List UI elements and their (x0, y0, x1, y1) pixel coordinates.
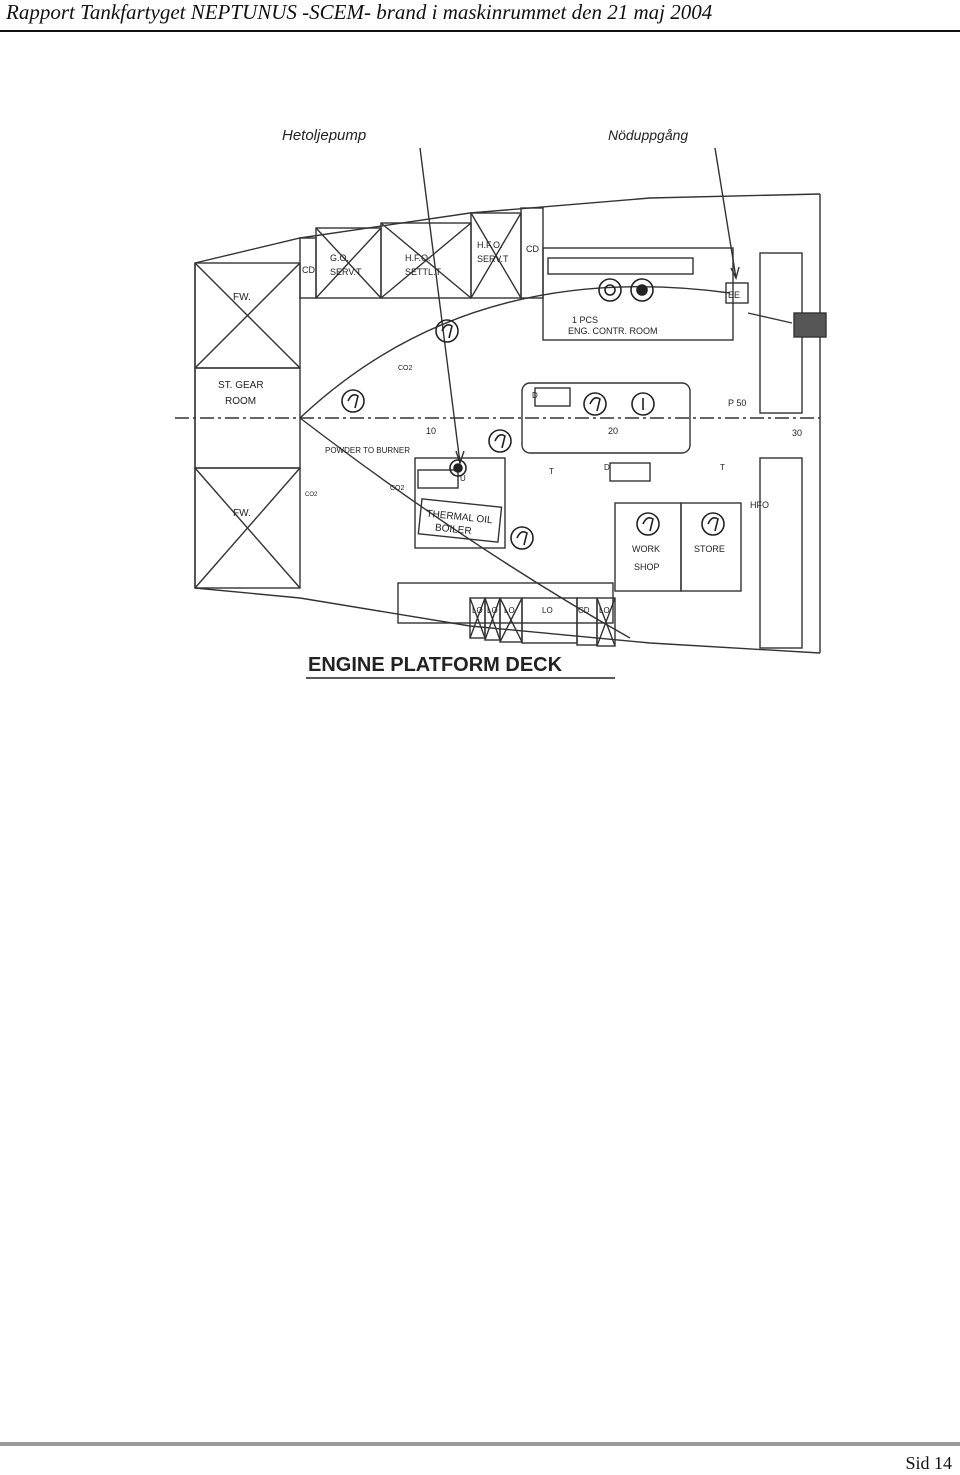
hydrant-icon (701, 512, 725, 536)
pointer-line (747, 312, 793, 324)
ee-label: EE (728, 290, 740, 300)
page-header: Rapport Tankfartyget NEPTUNUS -SCEM- bra… (0, 0, 960, 34)
hfo-settl-label-2: SETTL.T (405, 267, 442, 277)
lo-tank-5 (596, 597, 616, 647)
emergency-exit-label: Nöduppgång (608, 127, 688, 143)
hfo-serv-label-1: H.F.O. (477, 240, 503, 250)
p50-label: P 50 (728, 398, 746, 408)
shop-label: SHOP (634, 562, 660, 572)
thermometer-icon (631, 392, 655, 416)
cd-top-label: CD (526, 244, 539, 254)
hydrant-icon (636, 512, 660, 536)
hot-oil-pump-label: Hetoljepump (282, 127, 366, 144)
hydrant-icon (449, 459, 467, 477)
report-title: Rapport Tankfartyget NEPTUNUS -SCEM- bra… (6, 0, 713, 24)
lo-label-4: LO (542, 606, 553, 615)
hfo-serv-label-2: SERV.T (477, 254, 509, 264)
cd-left-label: CD (302, 265, 315, 275)
t-label-2: T (720, 463, 725, 472)
lo-label-2: LO (487, 606, 498, 615)
page-number: Sid 14 (905, 1453, 952, 1473)
lo-tank-4 (521, 597, 578, 644)
hot-oil-pump-arrowhead (455, 450, 465, 466)
t-label-1: T (549, 467, 554, 476)
hydrant-icon (435, 319, 459, 343)
footer-rule (0, 1442, 960, 1446)
frame-30-label: 30 (792, 428, 802, 438)
curve-line-upper (299, 286, 731, 419)
control-console (547, 257, 694, 275)
lo-tanks-frame (397, 582, 614, 624)
hydrant-icon (598, 278, 622, 302)
engine-casing (521, 382, 691, 454)
st-gear-label: ST. GEAR (218, 380, 264, 391)
deck-drawing: Hetoljepump Nöduppgång FW. FW. ST. GEAR … (175, 127, 827, 679)
frame-10-label: 10 (426, 426, 436, 436)
curve-line-lower (299, 417, 631, 639)
lo-label-5: LO (599, 606, 610, 615)
boiler-label: BOILER (434, 522, 472, 537)
eng-contr-room (542, 247, 734, 341)
fw-bottom-label: FW. (233, 508, 251, 519)
d-label-2: D (604, 463, 610, 472)
go-serv-label: SERV.T (330, 267, 362, 277)
u-label: U (460, 474, 466, 483)
hydrant-icon (488, 429, 512, 453)
hydrant-icon (510, 526, 534, 550)
hot-oil-pump-arrow (419, 147, 461, 464)
hydrant-icon (583, 392, 607, 416)
thermal-oil-boiler (417, 498, 503, 543)
go-label: G.O. (330, 253, 349, 263)
stair-lower (609, 462, 651, 482)
powder-to-burner-label: POWDER TO BURNER (325, 446, 410, 455)
hull-top-line (194, 193, 821, 264)
work-label: WORK (632, 544, 660, 554)
stair-engine (534, 387, 571, 407)
lo-label-3: LO (504, 606, 515, 615)
st-gear-room-label: ROOM (225, 396, 256, 407)
hfo-label: HFO (750, 500, 769, 510)
header-rule (0, 30, 960, 32)
cd-bottom-label: CD (578, 606, 590, 615)
store-room (680, 502, 742, 592)
drawing-title: ENGINE PLATFORM DECK (308, 654, 563, 676)
engine-platform-deck-plan: Hetoljepump Nöduppgång FW. FW. ST. GEAR … (170, 118, 870, 693)
hfo-settl-label-1: H.F.O. (405, 253, 431, 263)
eng-contr-room-label: ENG. CONTR. ROOM (568, 326, 658, 336)
emergency-exit-arrow (714, 147, 737, 279)
emergency-exit-arrowhead (730, 266, 740, 280)
legend-box-icon (793, 312, 827, 338)
d-label-1: D (532, 391, 538, 400)
lo-label-1: LO (472, 606, 483, 615)
frame-20-label: 20 (608, 426, 618, 436)
stair-boiler (417, 469, 459, 489)
hydrant-icon (341, 389, 365, 413)
hydrant-icon (630, 278, 654, 302)
store-label: STORE (694, 544, 725, 554)
co2-label-2: CO2 (390, 485, 405, 492)
co2-label-1: CO2 (398, 365, 413, 372)
co2-label-3: CO2 (305, 492, 318, 498)
pcs-label: 1 PCS (572, 315, 598, 325)
hfo-side-tank (759, 457, 803, 649)
fw-top-label: FW. (233, 292, 251, 303)
